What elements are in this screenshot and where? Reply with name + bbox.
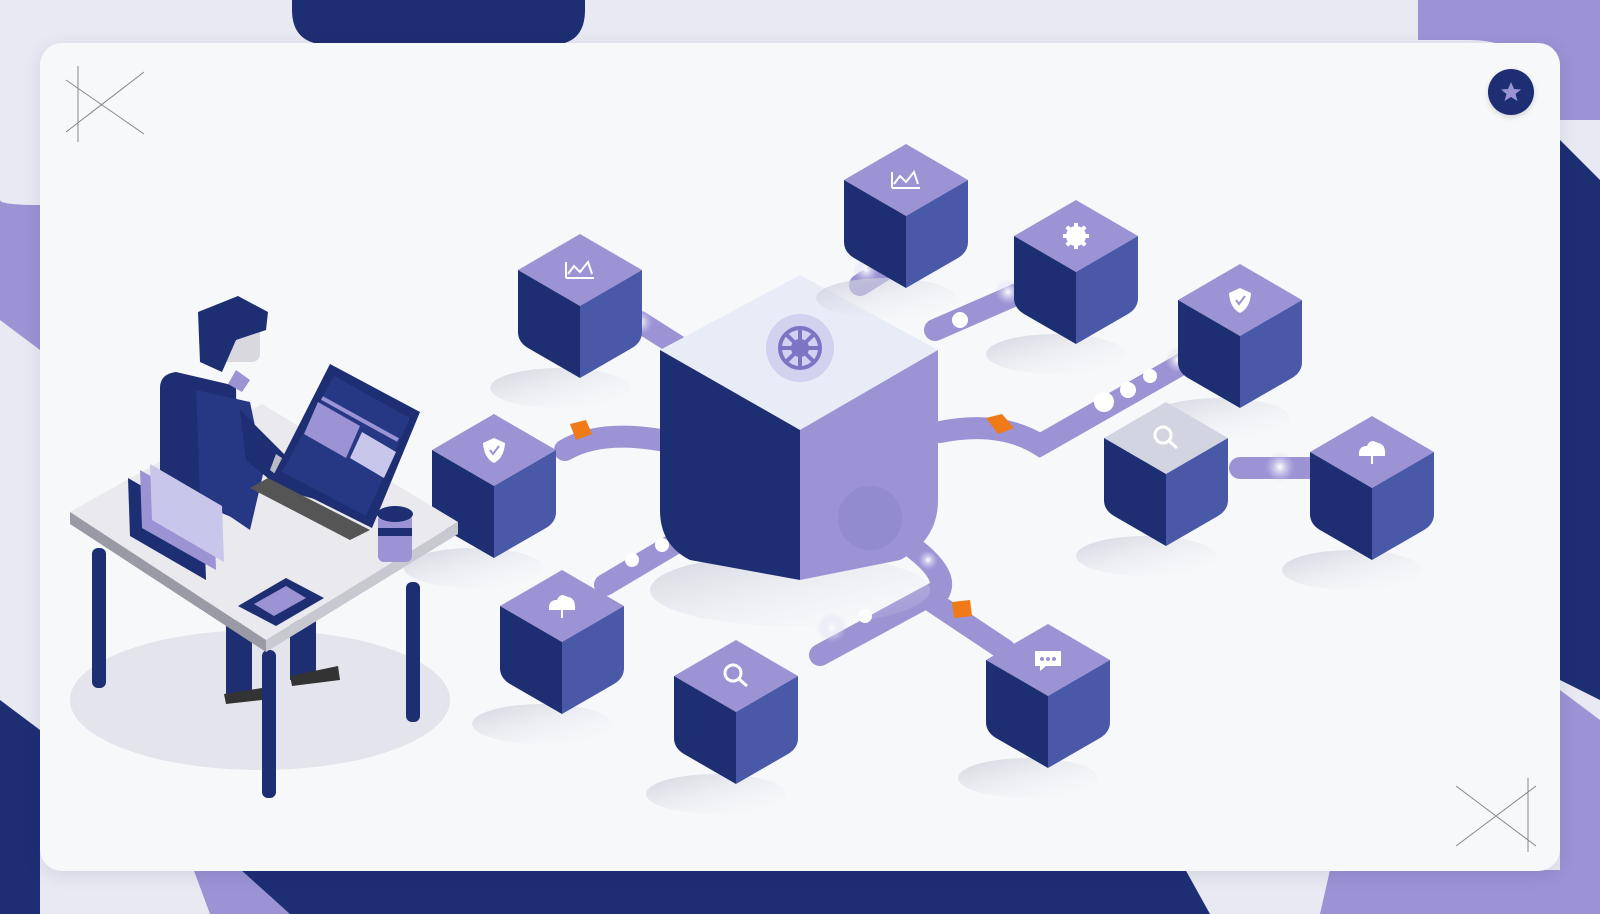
cloud-icon	[548, 595, 576, 618]
search-icon	[723, 663, 748, 688]
corner-lines-bottom-right	[1455, 778, 1537, 852]
corner-lines-top-left	[65, 66, 145, 142]
node-chart-left	[490, 234, 642, 408]
network-nodes	[404, 144, 1434, 814]
network-illustration	[65, 66, 1537, 852]
node-cloud-left	[472, 570, 624, 744]
node-shield-right	[1150, 264, 1302, 438]
chat-icon	[1035, 651, 1061, 671]
star-icon	[1501, 82, 1521, 101]
chart-icon	[891, 169, 920, 189]
node-chat	[958, 624, 1110, 798]
star-badge[interactable]	[1488, 69, 1534, 115]
search-icon	[1153, 425, 1178, 450]
shield-icon	[1229, 288, 1251, 313]
node-chart-top	[816, 144, 968, 318]
node-shield-left	[404, 414, 556, 588]
central-hub	[650, 275, 938, 626]
shield-icon	[483, 438, 505, 463]
person-at-desk	[70, 296, 458, 798]
illustration-card	[40, 43, 1560, 871]
node-cloud-right	[1282, 416, 1434, 590]
node-gear	[986, 200, 1138, 374]
cloud-icon	[1358, 441, 1386, 464]
gear-icon	[1063, 223, 1089, 249]
wheel-icon	[778, 326, 822, 370]
node-search-right	[1076, 402, 1228, 576]
chart-icon	[565, 259, 594, 279]
node-search-bottom	[646, 640, 798, 814]
